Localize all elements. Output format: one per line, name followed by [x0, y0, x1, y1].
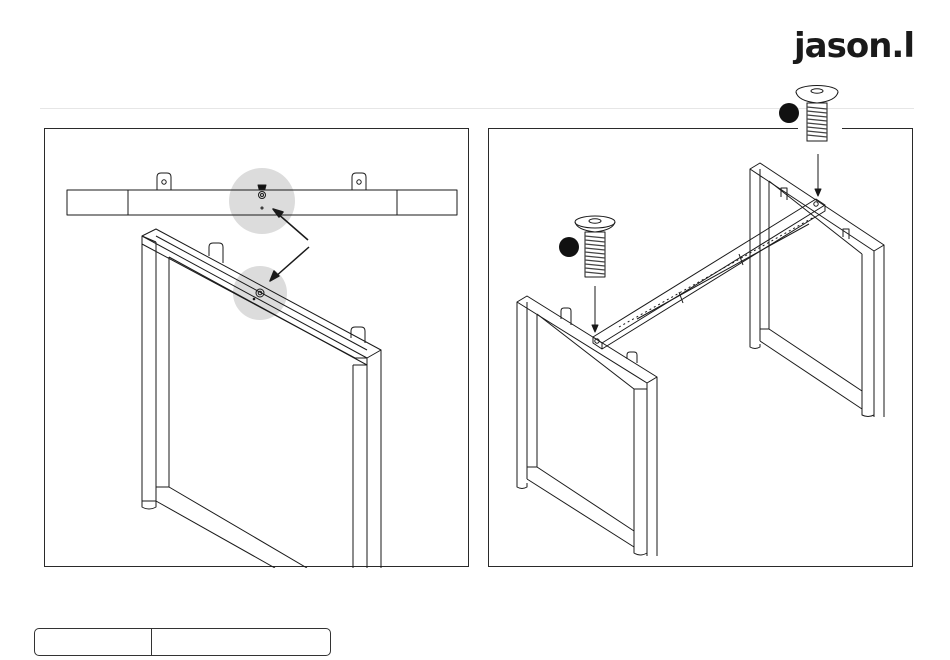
- left-illustration: [45, 129, 470, 568]
- step-marker-dot: [779, 103, 799, 123]
- footer-right-cell: [152, 629, 330, 655]
- footer-left-cell: [35, 629, 152, 655]
- right-illustration: [489, 129, 914, 568]
- step-marker-dot: [559, 237, 579, 257]
- footer-info-box: [34, 628, 331, 656]
- header-divider: [40, 108, 914, 109]
- step-panel-right: [488, 128, 913, 567]
- highlight-circle-top: [229, 168, 295, 234]
- brand-logo: jason.l: [794, 26, 914, 66]
- frame-back-icon: [750, 163, 884, 417]
- step-panel-left: [44, 128, 469, 567]
- bolt-icon: [575, 216, 615, 277]
- beam-icon: [593, 199, 825, 349]
- frame-front-icon: [517, 296, 657, 556]
